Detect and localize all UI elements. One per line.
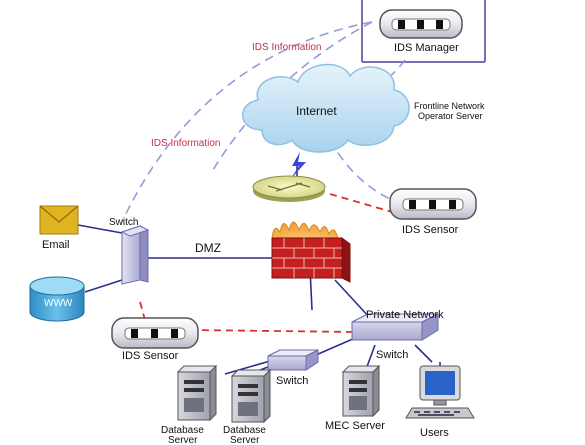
email-label: Email (42, 239, 70, 251)
ids-info-top-label: IDS Information (252, 42, 321, 53)
mec-server-label: MEC Server (325, 420, 385, 432)
db2-label-line2: Server (230, 435, 260, 445)
users-label: Users (420, 427, 449, 439)
server-tower-icon (341, 364, 381, 418)
private-network-label: Private Network (366, 309, 444, 321)
db1-label-line2: Server (168, 435, 198, 445)
switch-left-icon (120, 225, 150, 285)
server-tower-icon (230, 368, 272, 424)
switch-left-label: Switch (109, 217, 138, 228)
switch-private-label: Switch (376, 349, 408, 361)
ids-sensor-right-label: IDS Sensor (402, 224, 459, 236)
ids-manager-frame (361, 0, 486, 63)
router-icon (252, 175, 326, 202)
ids-manager-label: IDS Manager (394, 42, 459, 54)
switch-bottom-icon (267, 349, 319, 371)
internet-cloud-icon (241, 63, 410, 153)
ids-manager-device (379, 9, 463, 39)
firewall-icon (271, 221, 351, 283)
ids-sensor-left-label: IDS Sensor (122, 350, 179, 362)
db1-label-line1: Database (161, 425, 204, 436)
ids-sensor-right-device (389, 188, 477, 220)
server-tower-icon (176, 364, 218, 422)
switch-bottom-label: Switch (276, 375, 308, 387)
db2-label-line1: Database (223, 425, 266, 436)
ids-info-left-label: IDS Information (151, 138, 220, 149)
www-label: WWW (44, 298, 73, 309)
database-drum-icon (29, 276, 85, 322)
frontline-label-line1: Frontline Network (414, 101, 485, 111)
sensor-links (139, 193, 393, 333)
dmz-label: DMZ (195, 241, 221, 255)
switch-private-icon (351, 313, 439, 341)
envelope-icon (39, 205, 79, 235)
user-workstation-icon (405, 365, 475, 419)
internet-label: Internet (296, 104, 337, 118)
frontline-label-line2: Operator Server (418, 111, 483, 121)
lightning-icon (290, 152, 306, 180)
ids-sensor-left-device (111, 317, 199, 349)
